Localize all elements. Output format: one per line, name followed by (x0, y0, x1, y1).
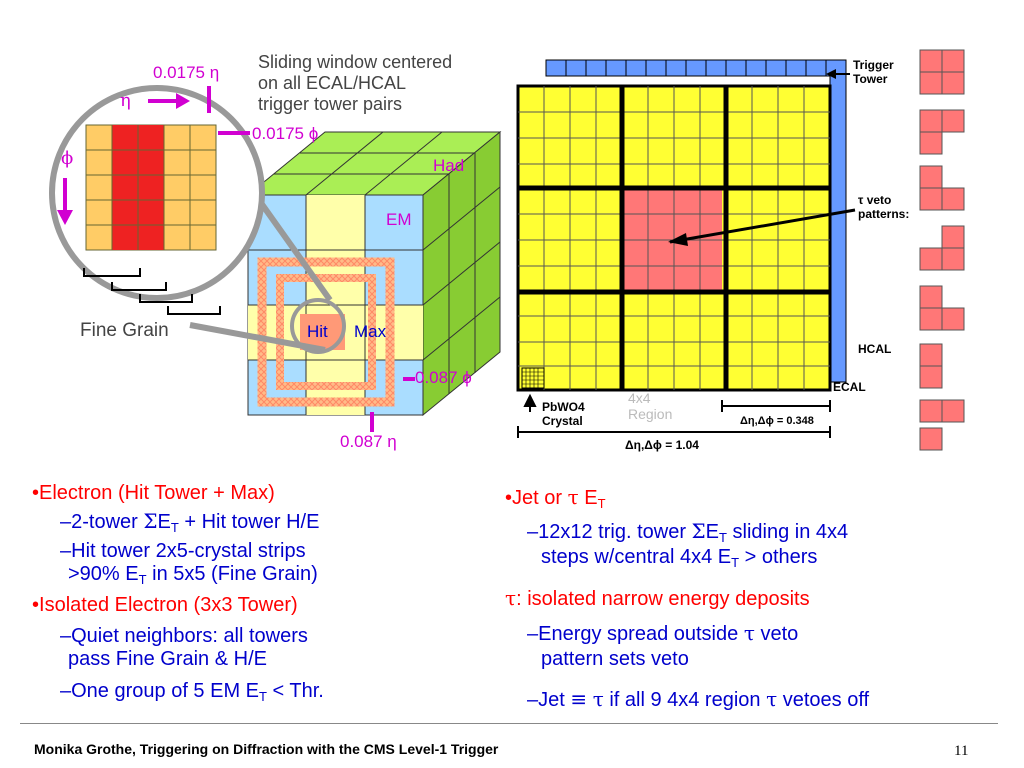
had-label: Had (433, 156, 465, 175)
dimension-markers (57, 86, 415, 432)
fine-grain-brackets (83, 268, 221, 315)
crystal-label: PbWO4 Crystal (542, 400, 585, 428)
sub-sliding: –12x12 trig. tower ΣET sliding in 4x4 (527, 519, 849, 546)
tower-phi-label: 0.087 ϕ (415, 368, 472, 387)
total-size-label: Δη,Δϕ = 1.04 (625, 438, 699, 452)
sliding-window-caption: Sliding window centered on all ECAL/HCAL… (258, 52, 453, 114)
sub-two-tower: –2-tower ΣET + Hit tower H/E (60, 509, 320, 536)
bullet-tau-definition: τ: isolated narrow energy deposits (505, 586, 810, 611)
sub-energy-spread: –Energy spread outside τ veto (527, 621, 799, 646)
max-label: Max (354, 322, 387, 341)
sub-quiet-neighbors-line2: pass Fine Grain & H/E (68, 648, 267, 670)
tower-eta-label: 0.087 η (340, 432, 397, 451)
hcal-label: HCAL (858, 342, 892, 356)
em-label: EM (386, 210, 412, 229)
ecal-label: ECAL (833, 380, 866, 394)
bullet-electron: •Electron (Hit Tower + Max) (32, 482, 275, 504)
region-size-label: Δη,Δϕ = 0.348 (740, 415, 814, 427)
region-label: 4x4 Region (628, 390, 673, 422)
sub-sliding-line2: steps w/central 4x4 ET > others (541, 546, 818, 570)
tower-grid-12x12 (516, 69, 856, 392)
bullet-jet-tau: •Jet or τ ET (505, 485, 606, 512)
fine-grain-label: Fine Grain (80, 320, 169, 341)
bullet-isolated-electron: •Isolated Electron (3x3 Tower) (32, 594, 298, 616)
phi-symbol: ϕ (61, 148, 74, 169)
crystal-grid-5x5 (85, 124, 217, 251)
footer-author: Monika Grothe, Triggering on Diffraction… (34, 741, 499, 757)
zoom-small-circle (290, 298, 346, 354)
sub-one-group: –One group of 5 EM ET < Thr. (60, 680, 324, 704)
page-number: 11 (954, 743, 969, 759)
sub-hit-tower: –Hit tower 2x5-crystal strips (60, 540, 306, 562)
eta-dimension-label: 0.0175 η (153, 63, 220, 82)
eta-symbol: η (120, 90, 131, 111)
footer-divider (20, 723, 998, 724)
veto-patterns-label: τ veto patterns: (858, 193, 910, 221)
sub-energy-spread-line2: pattern sets veto (541, 648, 689, 670)
tau-veto-patterns (919, 49, 965, 451)
hit-label: Hit (307, 322, 328, 341)
jet-tau-trigger-diagram (516, 49, 965, 451)
sub-hit-tower-line2: >90% ET in 5x5 (Fine Grain) (68, 563, 318, 587)
sub-jet-equiv: –Jet ≡ τ if all 9 4x4 region τ vetoes of… (527, 687, 870, 712)
phi-dimension-label: 0.0175 ϕ (252, 124, 319, 143)
sub-quiet-neighbors: –Quiet neighbors: all towers (60, 625, 308, 647)
trigger-tower-label: Trigger Tower (853, 58, 894, 86)
size-arrows (517, 393, 831, 438)
electron-trigger-diagram (49, 85, 502, 432)
